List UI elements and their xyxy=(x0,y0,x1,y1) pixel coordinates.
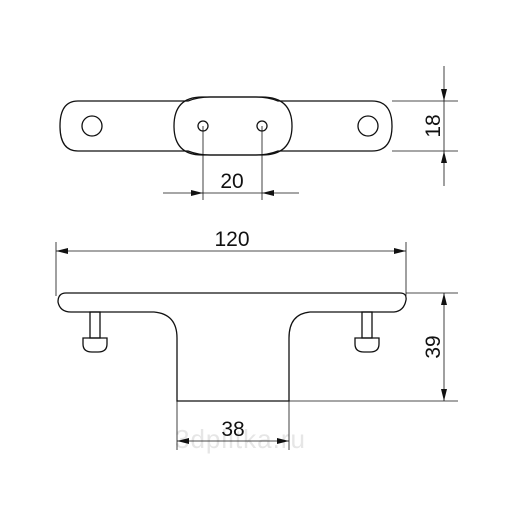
dimension-overall-height-label: 39 xyxy=(422,335,445,358)
left-pin xyxy=(82,311,108,353)
dimension-height-top-label: 18 xyxy=(422,114,445,137)
dimension-hole-spacing-label: 20 xyxy=(220,170,243,193)
right-pin xyxy=(354,311,380,353)
side-view-outline xyxy=(57,292,407,402)
dimension-base-width-label: 38 xyxy=(221,418,244,441)
top-view-outline xyxy=(59,96,393,156)
dimension-overall-length: 120 xyxy=(55,228,407,296)
center-boss-outline xyxy=(173,96,293,156)
dimension-base-width: 38 xyxy=(176,401,290,450)
left-mount-hole xyxy=(81,115,103,137)
dimension-overall-length-label: 120 xyxy=(214,228,249,251)
top-view xyxy=(59,96,393,156)
dimension-overall-height: 39 xyxy=(289,292,458,402)
dimension-height-top: 18 xyxy=(392,66,458,186)
side-view xyxy=(57,292,407,402)
right-mount-hole xyxy=(357,115,379,137)
dimension-hole-spacing: 20 xyxy=(163,126,299,200)
